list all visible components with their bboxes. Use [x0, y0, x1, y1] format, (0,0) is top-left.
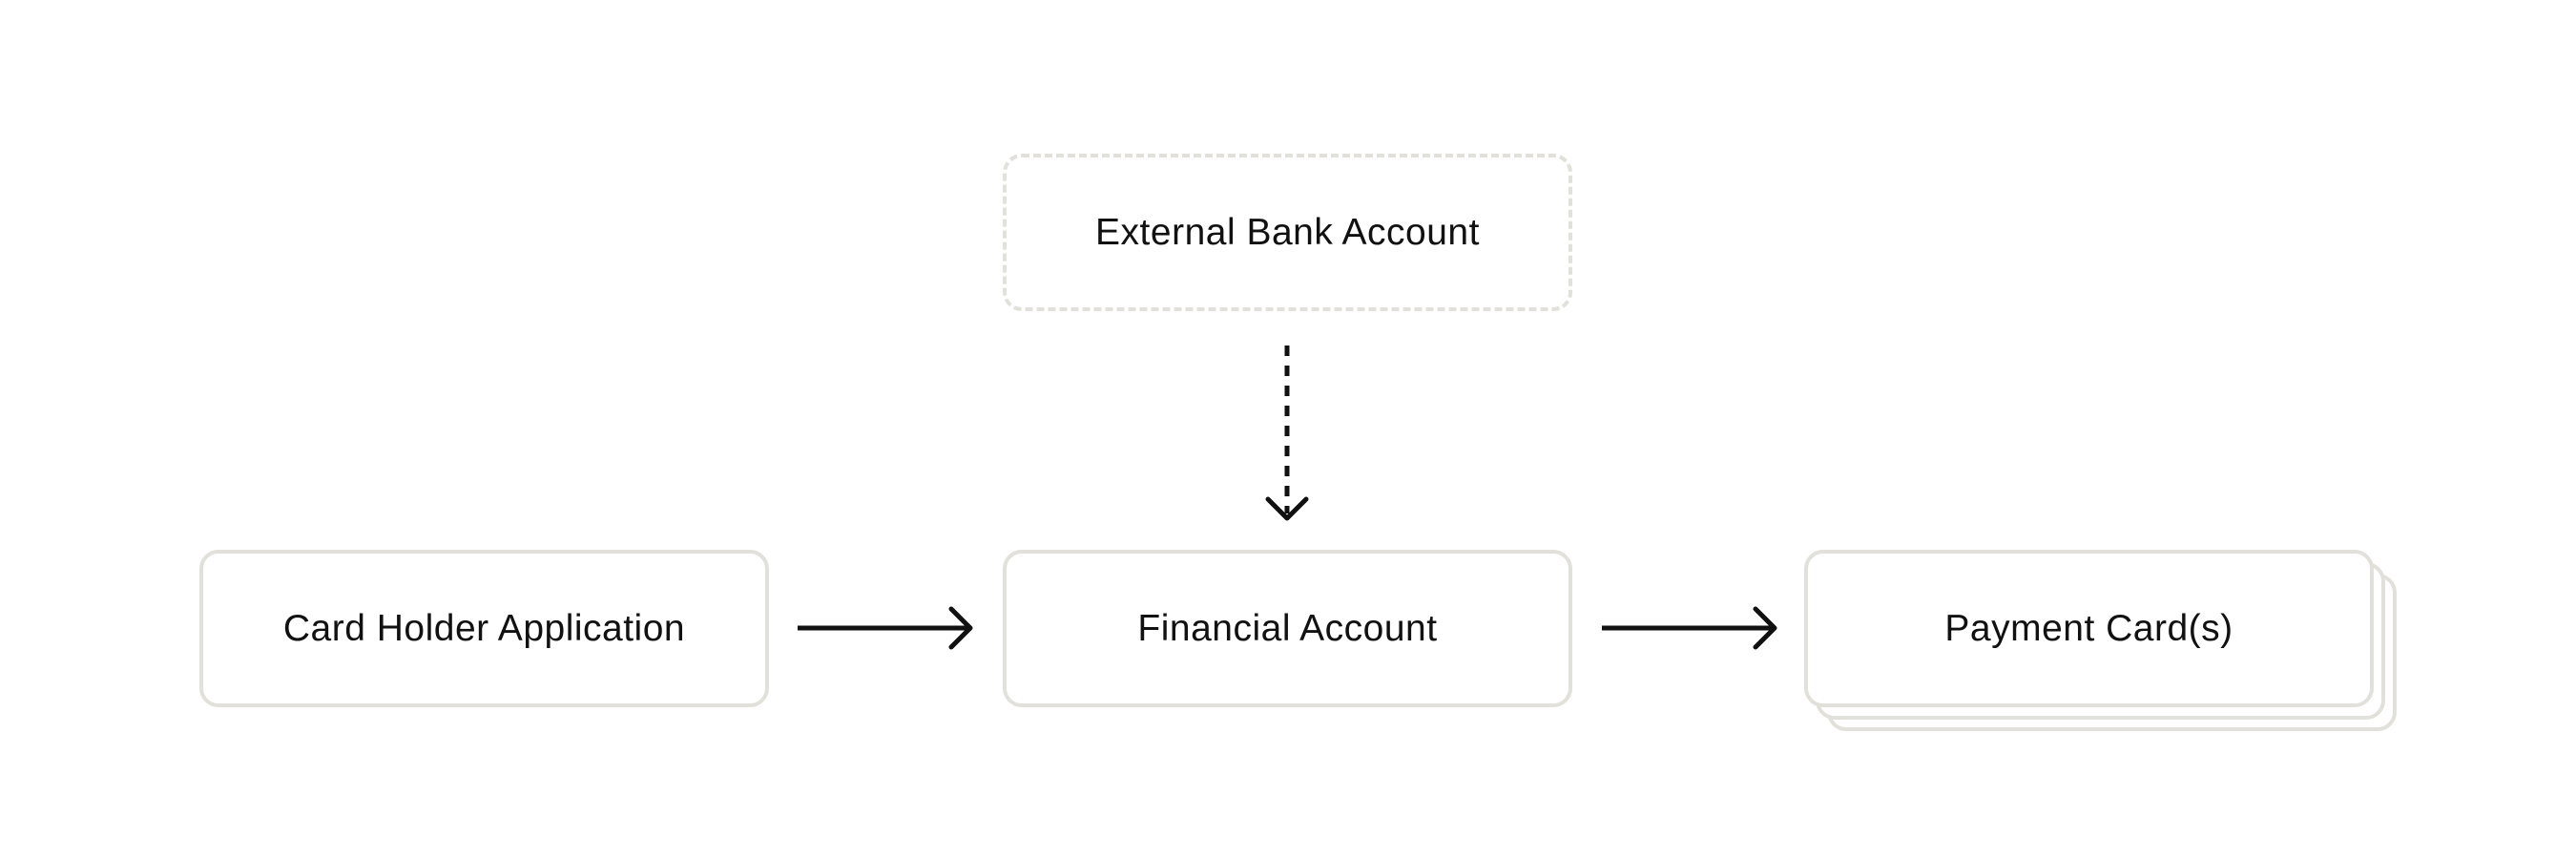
node-card-holder-application-label: Card Holder Application [282, 607, 686, 649]
node-financial-account: Financial Account [1003, 550, 1572, 707]
arrow-external-to-financial [1265, 346, 1309, 521]
node-card-holder-application: Card Holder Application [199, 550, 769, 707]
node-external-bank-account: External Bank Account [1003, 154, 1572, 311]
node-payment-cards-label: Payment Card(s) [1944, 607, 2233, 649]
arrow-cardholder-to-financial-head [948, 606, 973, 650]
node-payment-cards: Payment Card(s) [1804, 550, 2374, 707]
arrow-cardholder-to-financial [798, 606, 973, 650]
node-financial-account-label: Financial Account [1137, 607, 1438, 649]
arrow-financial-to-payment-head [1753, 606, 1777, 650]
node-external-bank-account-label: External Bank Account [1095, 211, 1480, 253]
arrow-financial-to-payment [1602, 606, 1777, 650]
arrow-external-to-financial-head [1265, 496, 1309, 521]
